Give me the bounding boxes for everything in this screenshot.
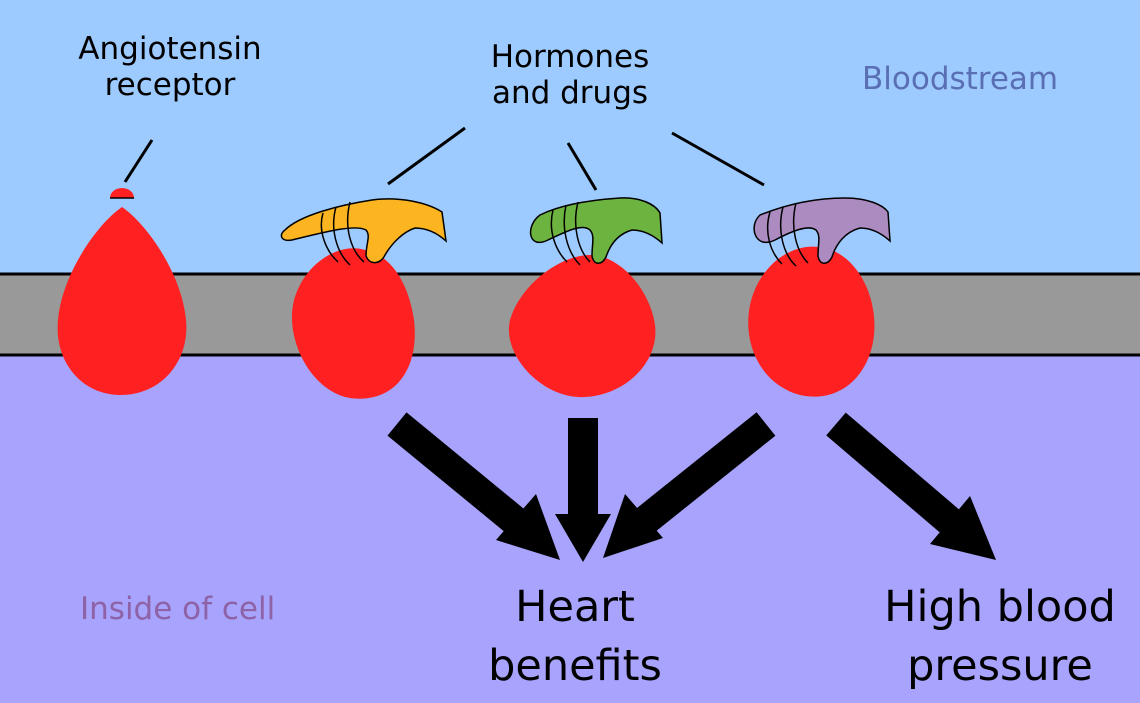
high-blood-pressure-label: High blood pressure bbox=[850, 578, 1140, 697]
inside-cell-label: Inside of cell bbox=[80, 591, 276, 627]
hormones-drugs-label: Hormones and drugs bbox=[420, 39, 720, 111]
high-blood-pressure-label-line2: pressure bbox=[907, 641, 1093, 692]
arrow-head-heart-3 bbox=[603, 494, 663, 558]
signal-arrows bbox=[387, 412, 996, 562]
receptor-bound-hormone-2 bbox=[508, 197, 663, 398]
hormones-drugs-label-line2: and drugs bbox=[491, 74, 649, 111]
hormone-drug-2 bbox=[529, 197, 663, 264]
high-blood-pressure-label-line1: High blood bbox=[884, 582, 1116, 632]
hormone-pointer-line-3 bbox=[671, 131, 765, 187]
heart-benefits-label: Heart benefits bbox=[440, 578, 710, 697]
receptor-pointer-line bbox=[123, 139, 154, 183]
receptor-bound-hormone-1 bbox=[280, 198, 448, 399]
arrow-head-heart-2 bbox=[555, 514, 611, 562]
arrow-shaft-bp bbox=[826, 412, 970, 542]
angiotensin-receptor-label: Angiotensin receptor bbox=[20, 31, 320, 103]
heart-benefits-label-line2: benefits bbox=[488, 641, 662, 692]
heart-benefits-label-line1: Heart bbox=[515, 582, 635, 632]
arrow-head-bp bbox=[930, 496, 996, 560]
hormone-pointer-line-1 bbox=[387, 126, 466, 186]
angiotensin-receptor-unbound bbox=[57, 188, 187, 395]
arrow-head-heart-1 bbox=[496, 494, 560, 560]
hormones-drugs-label-line1: Hormones bbox=[490, 39, 650, 75]
bloodstream-label: Bloodstream bbox=[862, 61, 1059, 97]
angiotensin-receptor-label-line1: Angiotensin bbox=[78, 31, 262, 67]
arrow-shaft-heart-1 bbox=[387, 412, 536, 542]
hormone-pointer-line-2 bbox=[566, 142, 598, 191]
arrow-shaft-heart-3 bbox=[626, 412, 776, 540]
hormone-drug-3 bbox=[753, 197, 891, 264]
receptor-bound-hormone-3 bbox=[748, 197, 891, 397]
angiotensin-receptor-label-line2: receptor bbox=[104, 66, 236, 103]
